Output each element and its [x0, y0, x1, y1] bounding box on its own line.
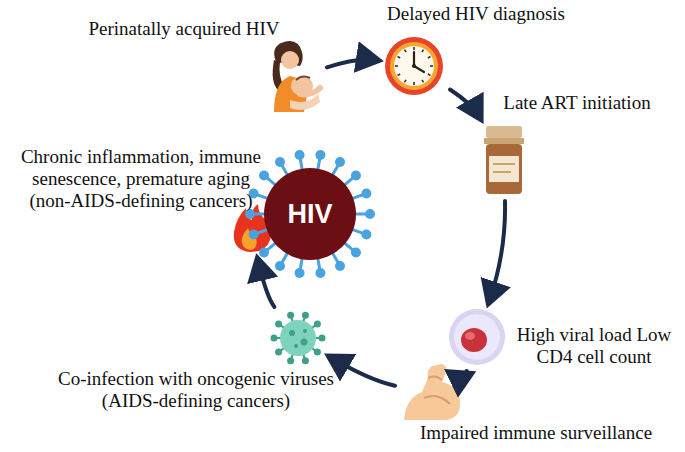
hiv-spike-tip	[275, 157, 285, 167]
stage-node: Perinatally acquired HIV	[262, 44, 322, 114]
hiv-spike-tip	[351, 248, 361, 258]
hiv-spike-tip	[295, 268, 305, 278]
virus-spike-tip	[303, 313, 308, 318]
stage-node: Impaired immune surveillance	[400, 364, 462, 422]
hiv-spike-tip	[275, 261, 285, 271]
stage-label: High viral load Low CD4 cell count	[512, 324, 676, 368]
virus-spike-tip	[288, 313, 293, 318]
cell-icon	[449, 309, 505, 365]
stage-node: High viral load Low CD4 cell count	[448, 308, 506, 366]
cycle-arrow	[489, 201, 505, 301]
virus-spike-tip	[276, 350, 281, 355]
stage-node: Chronic inflammation, immune senescence,…	[230, 200, 270, 254]
stage-node: Delayed HIV diagnosis	[383, 35, 445, 97]
hiv-spike-tip	[335, 261, 345, 271]
virus-spike-tip	[288, 358, 293, 363]
hiv-spike-tip	[315, 150, 325, 160]
oncogenic-virus-icon	[272, 313, 325, 364]
clock-tick	[398, 57, 401, 59]
stage-label: Chronic inflammation, immune senescence,…	[10, 146, 272, 212]
clock-tick	[413, 47, 415, 50]
cycle-arrow	[331, 358, 395, 386]
cycle-arrow	[450, 90, 480, 117]
virus-spike-tip	[320, 336, 325, 341]
hiv-spike-tip	[295, 150, 305, 160]
hiv-spike-tip	[259, 248, 269, 258]
hiv-spike-tip	[361, 230, 371, 240]
stage-label: Delayed HIV diagnosis	[380, 3, 572, 25]
stage-node: Co-infection with oncogenic viruses (AID…	[272, 312, 324, 364]
cycle-arrow	[327, 59, 376, 67]
hiv-virus-icon	[245, 150, 375, 278]
virus-spike-tip	[272, 336, 277, 341]
stage-node: Late ART initiation	[482, 124, 526, 196]
clock-tick	[428, 57, 431, 59]
clock-tick	[413, 82, 415, 85]
clock-icon	[385, 37, 443, 95]
stage-label: Late ART initiation	[492, 92, 662, 114]
clock-tick	[422, 80, 424, 83]
pill-bottle-icon	[484, 126, 524, 194]
stage-label: Co-infection with oncogenic viruses (AID…	[28, 368, 364, 412]
hiv-spike-tip	[361, 188, 371, 198]
clock-tick	[398, 74, 401, 76]
center-label: HIV	[262, 199, 358, 229]
arm-icon	[404, 364, 460, 420]
hiv-spike-tip	[351, 170, 361, 180]
clock-tick	[405, 80, 407, 83]
hiv-spike-tip	[315, 268, 325, 278]
hiv-spike-tip	[335, 157, 345, 167]
virus-spike-tip	[276, 321, 281, 326]
clock-tick	[430, 65, 433, 67]
hiv-spike-tip	[259, 170, 269, 180]
clock-tick	[422, 50, 424, 53]
virus-spike-tip	[303, 358, 308, 363]
hiv-spike-tip	[365, 209, 375, 219]
cycle-arrow	[466, 371, 469, 375]
clock-tick	[395, 65, 398, 67]
stage-label: Perinatally acquired HIV	[66, 18, 302, 40]
virus-spike-tip	[315, 350, 320, 355]
hiv-spike-tip	[249, 230, 259, 240]
mother-baby-icon	[273, 41, 320, 112]
virus-spike-tip	[315, 321, 320, 326]
clock-tick	[428, 74, 431, 76]
cycle-arrow	[258, 261, 274, 307]
clock-tick	[405, 50, 407, 53]
hiv-center: HIV	[262, 166, 358, 262]
stage-label: Impaired immune surveillance	[398, 422, 674, 444]
